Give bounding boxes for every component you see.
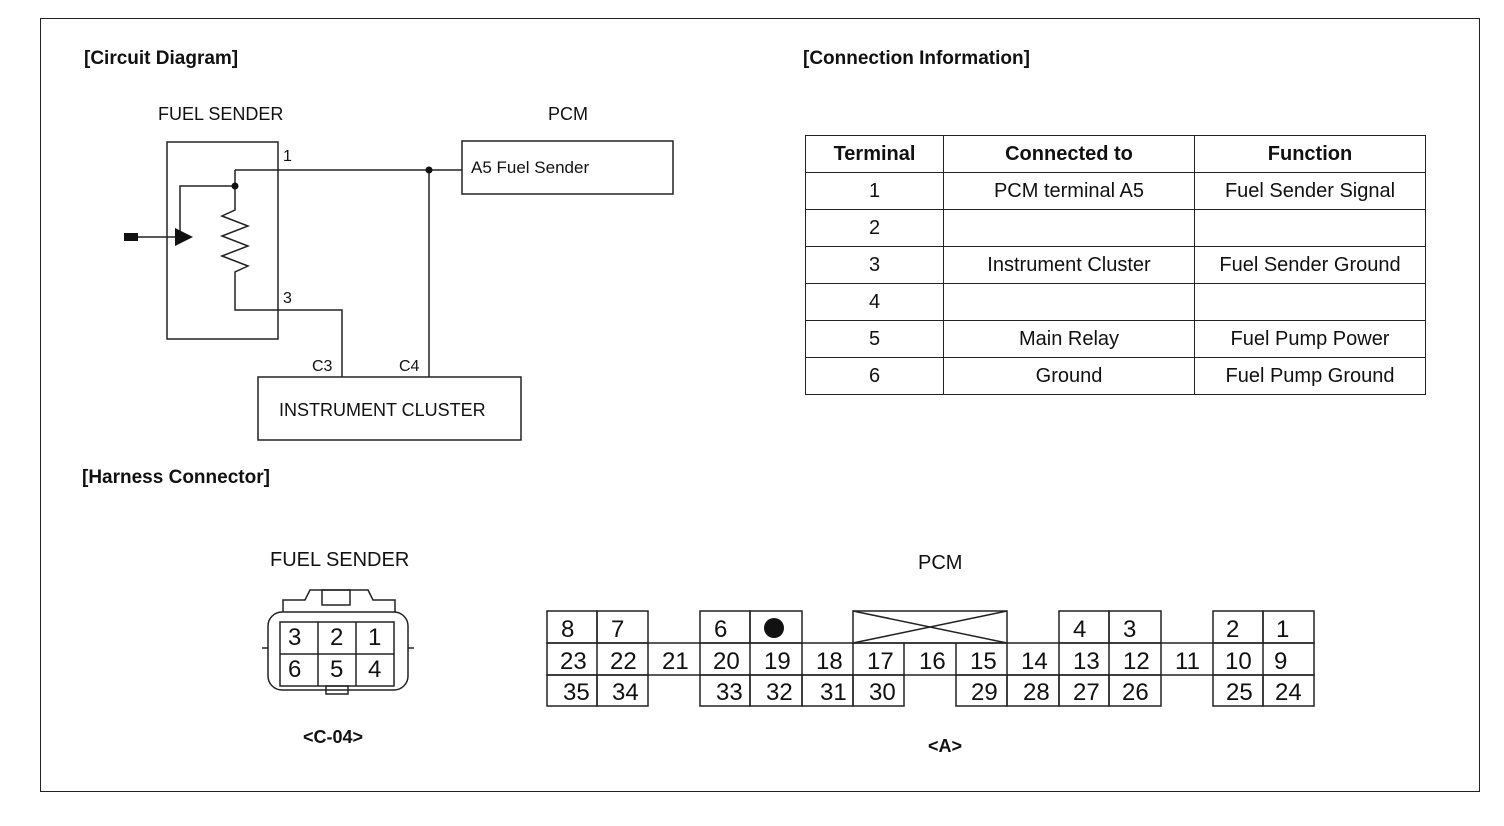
pcm-box-text: A5 Fuel Sender: [471, 158, 590, 177]
pcm-pin: 19: [764, 648, 791, 675]
pcm-pin: 33: [716, 679, 743, 706]
connection-table: Terminal Connected to Function 1 PCM ter…: [805, 135, 1426, 395]
pin-c3-label: C3: [312, 358, 333, 375]
cell-function: [1194, 209, 1426, 247]
pcm-pin: 18: [816, 648, 843, 675]
pcm-pin: 30: [869, 679, 896, 706]
table-row: 5 Main Relay Fuel Pump Power: [805, 320, 1426, 358]
cell-connected-to: PCM terminal A5: [943, 172, 1195, 210]
pin-c4-label: C4: [399, 358, 420, 375]
pcm-pin: 6: [714, 616, 728, 643]
pcm-pin: 1: [1276, 616, 1290, 643]
pcm-pin: 34: [612, 679, 639, 706]
table-row: 6 Ground Fuel Pump Ground: [805, 357, 1426, 395]
cell-function: [1194, 283, 1426, 321]
pcm-pin: 32: [766, 679, 793, 706]
harness-fuel-sender-title: FUEL SENDER: [270, 549, 410, 571]
connector-shell: [267, 611, 409, 691]
pcm-pin: 25: [1226, 679, 1253, 706]
fuel-sender-code: <C-04>: [303, 727, 364, 747]
pcm-pin: 3: [1123, 616, 1137, 643]
pcm-pin: 20: [713, 648, 740, 675]
fs-pin: 1: [368, 624, 382, 651]
fs-pin: 5: [330, 656, 344, 683]
fs-pin: 2: [330, 624, 344, 651]
connection-info-title: [Connection Information]: [803, 48, 1030, 69]
pcm-label: PCM: [548, 104, 588, 124]
cell-terminal: 6: [805, 357, 944, 395]
pcm-code: <A>: [928, 736, 963, 756]
instrument-cluster-box: [257, 376, 522, 441]
pcm-pin: 7: [611, 616, 625, 643]
pcm-pin: 8: [561, 616, 575, 643]
pcm-pin: 21: [662, 648, 689, 675]
pcm-pin: 14: [1021, 648, 1048, 675]
harness-pcm-title: PCM: [918, 552, 963, 574]
arrow-icon: [175, 228, 193, 246]
pcm-pin: 4: [1073, 616, 1087, 643]
pcm-pin: 13: [1073, 648, 1100, 675]
pcm-pin: 22: [610, 648, 637, 675]
pcm-pin: 17: [867, 648, 894, 675]
junction-dot: [231, 182, 239, 190]
fs-pin: 4: [368, 656, 382, 683]
circuit-diagram-title: [Circuit Diagram]: [84, 48, 239, 69]
pcm-pin: 11: [1175, 648, 1200, 675]
fs-pin: 3: [288, 624, 302, 651]
table-row: 2: [805, 209, 1426, 247]
pcm-pin: 31: [820, 679, 847, 706]
filled-pin-marker: [764, 618, 784, 638]
connector-key: [321, 589, 351, 606]
header-terminal: Terminal: [805, 135, 944, 173]
pcm-pin: 28: [1023, 679, 1050, 706]
header-function: Function: [1194, 135, 1426, 173]
wiper-link: [179, 170, 236, 236]
resistor-wire: [219, 186, 343, 377]
pin-1-label: 1: [283, 148, 292, 165]
cell-connected-to: [943, 283, 1195, 321]
pcm-pin: 24: [1275, 679, 1302, 706]
pin-3-label: 3: [283, 290, 292, 307]
float-icon: [124, 233, 138, 241]
fuel-sender-label: FUEL SENDER: [158, 104, 284, 124]
cluster-box-text: INSTRUMENT CLUSTER: [279, 400, 486, 420]
cell-function: Fuel Pump Power: [1194, 320, 1426, 358]
pcm-pin: 27: [1073, 679, 1100, 706]
pcm-pin: 35: [563, 679, 590, 706]
cell-connected-to: Main Relay: [943, 320, 1195, 358]
pcm-box: [461, 140, 674, 195]
cell-terminal: 3: [805, 246, 944, 284]
cell-function: Fuel Sender Ground: [1194, 246, 1426, 284]
fs-pin: 6: [288, 656, 302, 683]
cell-terminal: 2: [805, 209, 944, 247]
pcm-pin: 10: [1225, 648, 1252, 675]
pcm-pin: 15: [970, 648, 997, 675]
header-connected-to: Connected to: [943, 135, 1195, 173]
diagram-frame: [40, 18, 1480, 792]
pcm-pin: 9: [1274, 648, 1288, 675]
pcm-pin: 16: [919, 648, 946, 675]
junction-dot: [425, 166, 433, 174]
cell-function: Fuel Pump Ground: [1194, 357, 1426, 395]
pcm-pin: 26: [1122, 679, 1149, 706]
pcm-pin: 29: [971, 679, 998, 706]
connector-tab: [325, 685, 349, 695]
pcm-pin: 23: [560, 648, 587, 675]
harness-connector-title: [Harness Connector]: [82, 467, 270, 488]
table-row: 4: [805, 283, 1426, 321]
cell-connected-to: [943, 209, 1195, 247]
fuel-sender-box: [166, 141, 279, 340]
pcm-pin: 12: [1123, 648, 1150, 675]
cell-connected-to: Ground: [943, 357, 1195, 395]
pcm-pin: 2: [1226, 616, 1240, 643]
